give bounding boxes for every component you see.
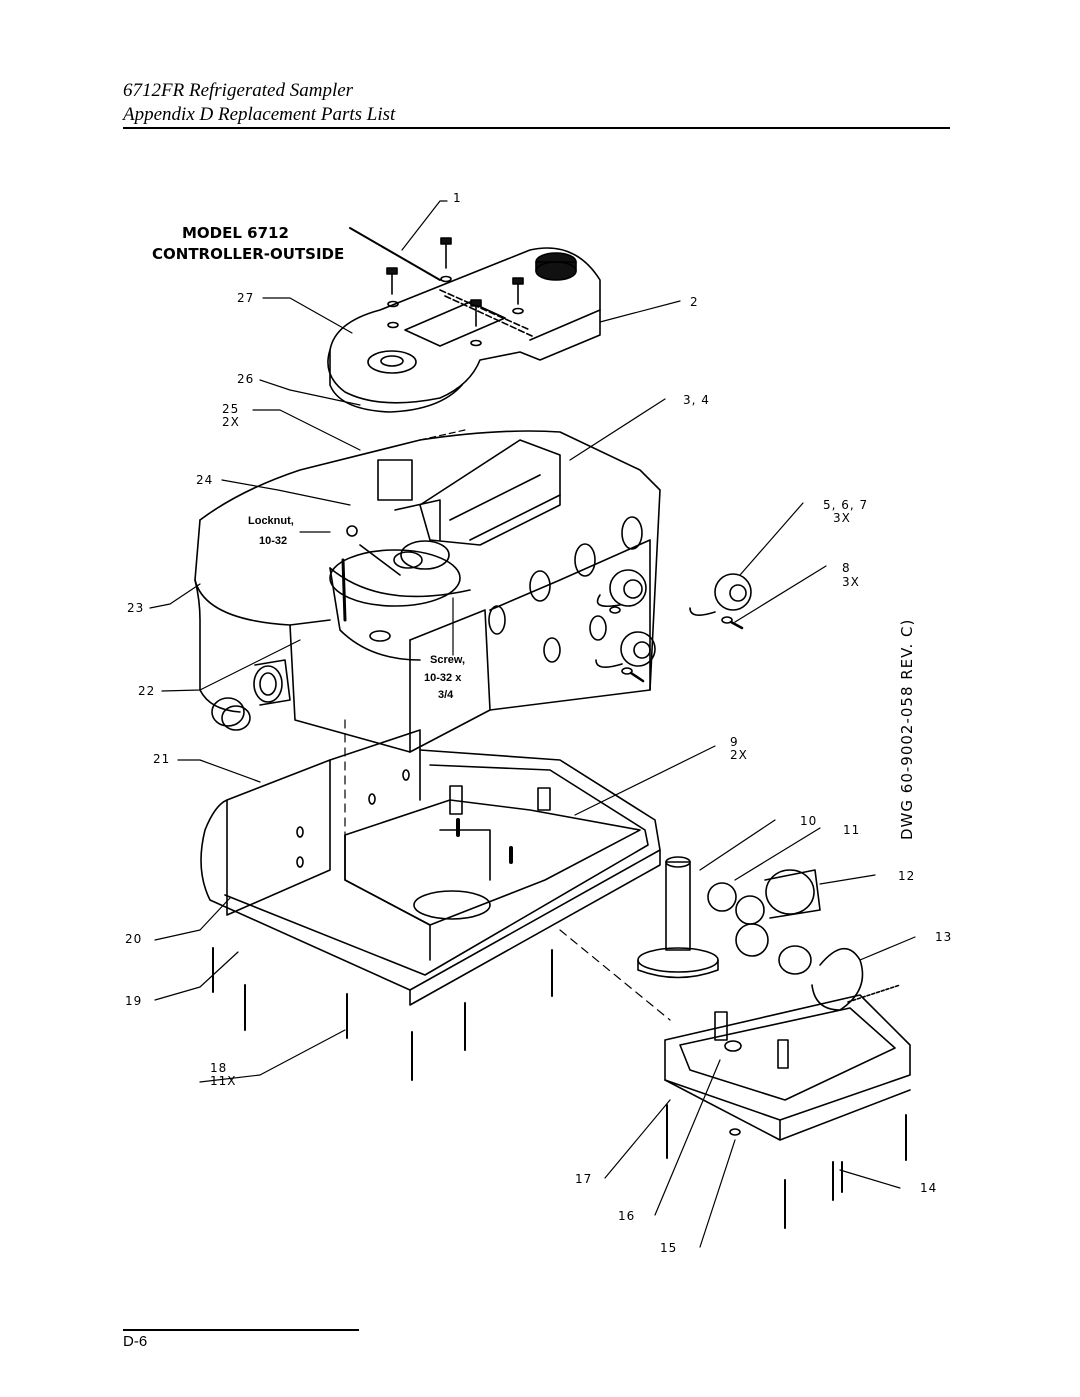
callout-9: 9 — [730, 735, 739, 749]
callout-9-qty: 2X — [730, 748, 748, 762]
callout-24: 24 — [196, 473, 213, 487]
note-screw-size: 10-32 x — [424, 672, 462, 684]
callout-2: 2 — [690, 295, 699, 309]
note-screw: Screw, — [430, 654, 465, 666]
header-product-title: 6712FR Refrigerated Sampler — [123, 80, 354, 101]
callout-3-4: 3, 4 — [683, 393, 710, 407]
callout-leaders — [149, 200, 916, 1248]
drawing-number: DWG 60-9002-058 REV. C) — [898, 619, 916, 840]
callout-12: 12 — [898, 869, 915, 883]
callout-15: 15 — [660, 1241, 677, 1255]
callout-25-qty: 2X — [222, 415, 240, 429]
callout-16: 16 — [618, 1209, 635, 1223]
callout-numbers: 1 2 3, 4 5, 6, 7 3X 8 3X 9 2X 10 11 12 1… — [125, 191, 952, 1255]
callout-8-qty: 3X — [842, 575, 860, 589]
callout-5-6-7: 5, 6, 7 — [823, 498, 868, 512]
connector-assemblies — [595, 569, 752, 683]
controller-base — [200, 729, 661, 1006]
page-number: D-6 — [123, 1333, 148, 1350]
callout-13: 13 — [935, 930, 952, 944]
header-section-title: Appendix D Replacement Parts List — [123, 104, 396, 125]
callout-18: 18 — [210, 1061, 227, 1075]
callout-23: 23 — [127, 601, 144, 615]
diagram-title-model: MODEL 6712 — [182, 224, 289, 242]
base-screws — [212, 947, 553, 1081]
footer-rule — [123, 1329, 359, 1331]
callout-17: 17 — [575, 1172, 592, 1186]
callout-22: 22 — [138, 684, 155, 698]
callout-26: 26 — [237, 372, 254, 386]
header-rule — [123, 127, 950, 129]
lower-gearbox — [664, 994, 911, 1229]
controller-housing — [194, 430, 661, 753]
callout-8: 8 — [842, 561, 851, 575]
callout-11: 11 — [843, 823, 860, 837]
callout-14: 14 — [920, 1181, 937, 1195]
callout-1: 1 — [453, 191, 462, 205]
callout-27: 27 — [237, 291, 254, 305]
top-cover — [327, 227, 601, 413]
callout-19: 19 — [125, 994, 142, 1008]
pump-drive-assembly — [637, 856, 901, 1011]
diagram-title-assembly: CONTROLLER-OUTSIDE — [152, 245, 344, 263]
callout-20: 20 — [125, 932, 142, 946]
note-locknut: Locknut, — [248, 515, 294, 527]
callout-25: 25 — [222, 402, 239, 416]
note-locknut-size: 10-32 — [259, 535, 287, 547]
callout-5-qty: 3X — [833, 511, 851, 525]
callout-18-qty: 11X — [210, 1074, 237, 1088]
note-screw-length: 3/4 — [438, 689, 454, 701]
callout-10: 10 — [800, 814, 817, 828]
callout-21: 21 — [153, 752, 170, 766]
